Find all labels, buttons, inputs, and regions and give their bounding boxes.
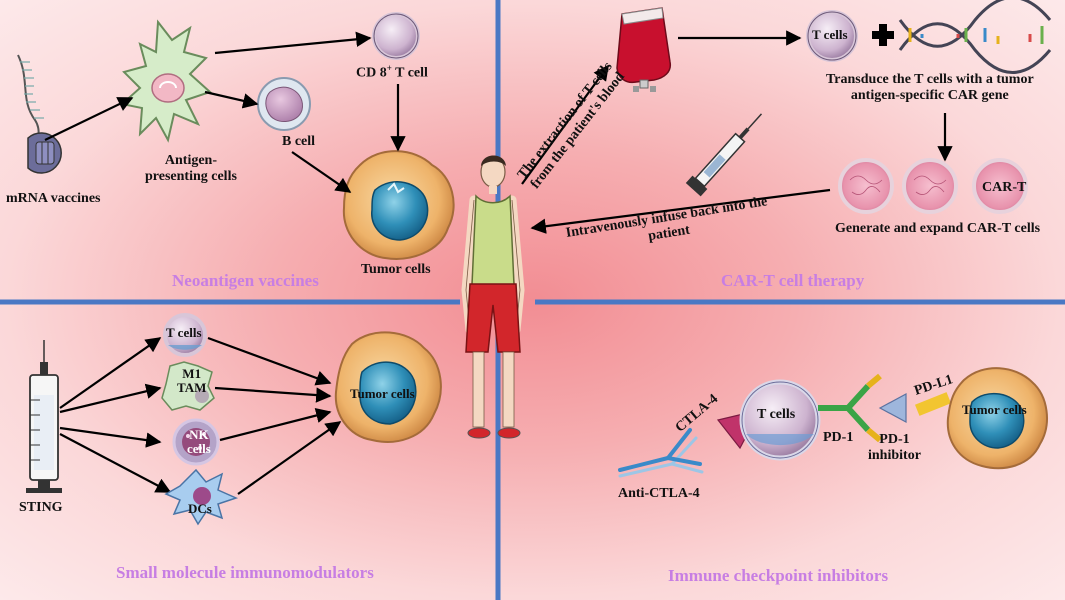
arrow-dcs-to-tumor — [237, 421, 342, 495]
sting-syringe-icon — [26, 340, 62, 493]
arrow-infuse-back — [530, 188, 831, 234]
neoantigen-vaccines-title: Neoantigen vaccines — [172, 271, 319, 290]
arrow-sting-to-nk — [59, 426, 162, 448]
t-cells-label-checkpoint: T cells — [757, 407, 796, 422]
tumor-cell-icon-small — [334, 331, 442, 443]
antigen-presenting-cell-icon — [119, 19, 212, 143]
t-cells-icon-cart — [806, 10, 858, 62]
arrow-mrna-to-apc — [44, 97, 134, 141]
car-gene-dna-icon — [898, 0, 1052, 74]
b-cell-icon — [257, 77, 311, 131]
pd1-inhibitor-label: PD-1 inhibitor — [868, 432, 921, 464]
tumor-cells-label-neoantigen: Tumor cells — [361, 262, 431, 277]
arrow-sting-to-tcells — [59, 337, 162, 409]
dcs-label: DCs — [188, 501, 212, 516]
syringe-icon-cart — [685, 113, 763, 197]
cd8-t-cell-label: CD 8+ T cell — [356, 63, 428, 81]
patient-figure — [461, 155, 525, 439]
blood-bag-icon — [616, 7, 672, 92]
arrow-extraction — [521, 64, 609, 185]
apc-label: Antigen- presenting cells — [145, 153, 237, 185]
arrow-nk-to-tumor — [219, 407, 332, 442]
arrow-bcell-to-tumor — [291, 151, 352, 193]
arrow-sting-to-tam — [59, 383, 162, 414]
arrow-tcells-to-tumor — [207, 336, 332, 386]
car-t-cells-icon — [838, 158, 1028, 214]
tumor-cell-icon-neoantigen — [342, 150, 455, 260]
arrow-apc-to-bcell — [204, 90, 259, 109]
cd8-t-cell-icon — [372, 12, 420, 60]
pd1-label: PD-1 — [823, 430, 854, 445]
pd1-antibody-icon — [818, 373, 882, 443]
immune-checkpoint-inhibitors-title: Immune checkpoint inhibitors — [668, 566, 889, 585]
mrna-vaccine-icon — [17, 54, 62, 174]
t-cells-icon-checkpoint — [739, 379, 821, 461]
m1-tam-icon — [161, 361, 215, 411]
m1-tam-label: M1 TAM — [177, 366, 207, 396]
anti-ctla4-antibody-icon — [618, 428, 704, 478]
tumor-cells-label-small: Tumor cells — [350, 386, 415, 401]
b-cell-label: B cell — [282, 134, 316, 149]
pd1-inhibitor-icon — [878, 392, 907, 424]
t-cells-icon-small — [163, 313, 207, 357]
arrow-tam-to-tumor — [214, 386, 332, 403]
mrna-vaccines-label: mRNA vaccines — [6, 191, 101, 206]
car-t-cell-therapy-title: CAR-T cell therapy — [721, 271, 865, 290]
nk-cells-icon — [172, 418, 220, 466]
expand-label: Generate and expand CAR-T cells — [835, 221, 1041, 236]
arrow-apc-to-cd8 — [214, 31, 372, 55]
arrow-sting-to-dcs — [59, 433, 172, 493]
sting-label: STING — [19, 500, 63, 515]
transduce-label: Transduce the T cells with a tumor antig… — [826, 72, 1034, 104]
tumor-cells-label-checkpoint: Tumor cells — [962, 402, 1027, 417]
pdl1-ligand-icon — [914, 392, 952, 416]
small-molecule-immunomodulators-title: Small molecule immunomodulators — [116, 563, 374, 582]
nk-cells-label: NK cells — [187, 427, 211, 457]
car-t-cell-label: CAR-T — [982, 180, 1027, 195]
plus-icon — [872, 24, 894, 46]
t-cells-label-cart: T cells — [812, 27, 848, 42]
dcs-icon — [164, 468, 239, 526]
t-cells-label-small: T cells — [166, 325, 202, 340]
anti-ctla4-label: Anti-CTLA-4 — [618, 486, 700, 501]
tumor-cell-icon-checkpoint — [946, 367, 1048, 470]
